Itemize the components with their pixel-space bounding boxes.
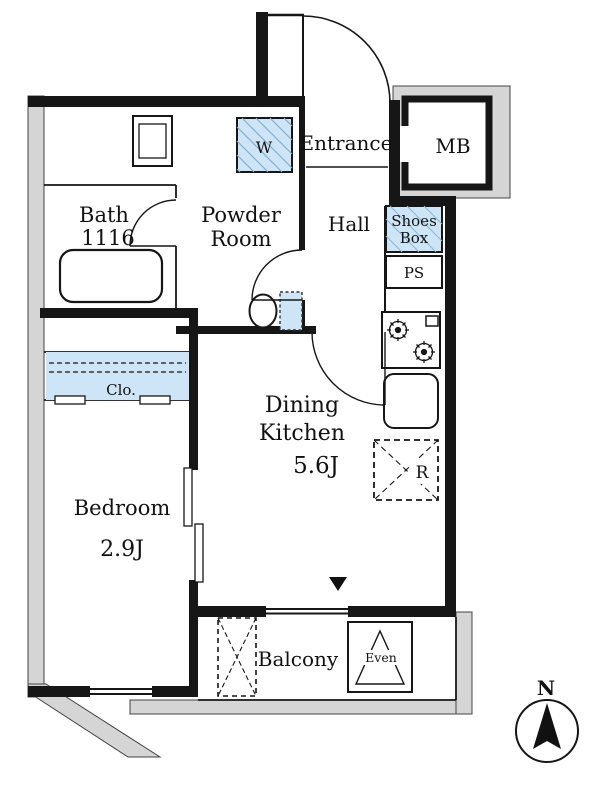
balcony-bottom-slab [129, 699, 473, 715]
label-dk-size: 5.6J [293, 453, 339, 479]
label-entrance: Entrance [300, 131, 393, 155]
label-bedroom: Bedroom [74, 496, 171, 520]
wall-right [445, 196, 456, 617]
shoes-box [385, 205, 443, 253]
bath-door [129, 199, 177, 247]
label-dk-2: Kitchen [259, 421, 345, 446]
label-mb: MB [435, 134, 470, 158]
meter-box [400, 95, 493, 191]
washer-pan [236, 117, 293, 173]
ac-unit-space [217, 617, 257, 697]
wall-alcove-left [256, 12, 268, 107]
label-powder-1: Powder [201, 203, 282, 227]
bathtub [58, 248, 164, 304]
label-shoes-2: Box [400, 229, 429, 247]
left-outer-wall [27, 95, 45, 698]
windows [90, 606, 348, 697]
wall-powder-bottom [176, 326, 302, 334]
wall-hall-left-a [299, 107, 305, 250]
meter-box-notch [400, 126, 409, 162]
sink [383, 373, 439, 429]
label-dk-1: Dining [265, 393, 339, 418]
balcony-right-slab [455, 611, 473, 715]
label-closet: Clo. [106, 381, 136, 399]
evacuation-hatch [347, 621, 413, 693]
label-shoes-1: Shoes [391, 212, 437, 230]
wall-bedroom-right-a [189, 310, 198, 470]
label-bath: Bath [79, 203, 129, 227]
label-bedroom-size: 2.9J [100, 537, 144, 562]
labels: Entrance MB Bath 1116 Powder Room Hall S… [74, 131, 471, 671]
label-bath-size: 1116 [81, 226, 134, 250]
wall-bath-bottom [40, 308, 198, 318]
refrigerator-space [373, 439, 439, 501]
doors [129, 15, 391, 406]
wall-dk-bottom-left [196, 606, 266, 617]
wall-top [28, 96, 305, 107]
bedroom-window-gap [90, 686, 152, 697]
label-powder-2: Room [210, 227, 271, 251]
label-washer: W [256, 138, 273, 157]
dk-door [311, 331, 386, 406]
direction-marker-icon [329, 577, 347, 591]
powder-door [251, 249, 303, 301]
entrance-door [302, 15, 391, 104]
bedroom-sliding-door [183, 467, 204, 583]
pipe-space-box [385, 255, 443, 289]
label-balcony: Balcony [258, 647, 339, 671]
burner-icon [413, 341, 435, 363]
burner-icon [387, 319, 409, 341]
compass: N [515, 676, 579, 763]
label-ps: PS [404, 264, 424, 282]
compass-n-label: N [537, 676, 555, 700]
label-hatch: Even [365, 650, 397, 665]
wall-hall-bottom-stub [300, 326, 316, 334]
label-hall: Hall [328, 212, 370, 236]
stove [381, 311, 441, 369]
wall-dk-bottom-right [348, 606, 456, 617]
balcony-window-gap [266, 606, 348, 617]
toilet [248, 291, 303, 331]
wall-hall-mb [389, 100, 400, 198]
label-fridge: R [416, 463, 430, 483]
wall-bedroom-right-b [189, 580, 198, 697]
closet-door-panel [54, 395, 86, 405]
wall-shoes-top [389, 196, 456, 206]
compass-needle-icon [533, 703, 561, 749]
cabinet-fixture [132, 115, 173, 167]
closet [46, 352, 189, 405]
closet-door-panel [139, 395, 171, 405]
